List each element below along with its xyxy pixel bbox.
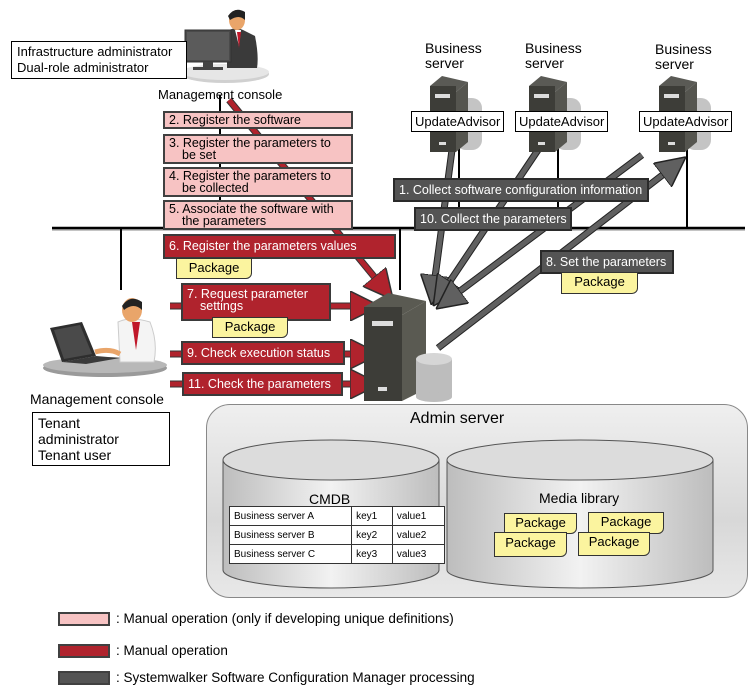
step-5-associate-software: 5. Associate the software with the param… <box>163 200 353 230</box>
business-server-label-2: Business server <box>525 40 582 71</box>
business-server-label-1: Business server <box>425 40 482 71</box>
cmdb-cell-key: key2 <box>351 525 393 545</box>
tenant-console-label: Management console <box>30 391 164 407</box>
step-3-text-1: 3. Register the parameters to <box>169 136 331 150</box>
step-9-check-status: 9. Check execution status <box>181 341 345 365</box>
cmdb-cell-value: value1 <box>391 506 446 526</box>
cmdb-cell-key: key1 <box>351 506 393 526</box>
legend-text-manual: : Manual operation <box>116 643 228 658</box>
step-3-register-set-params: 3. Register the parameters to be set <box>163 134 353 164</box>
legend-swatch-processing <box>58 671 110 685</box>
cmdb-row: Business server A key1 value1 <box>228 506 446 526</box>
step-11-text: 11. Check the parameters <box>188 377 331 391</box>
step-7-text-1: 7. Request parameter <box>187 287 308 301</box>
cmdb-cell-key: key3 <box>351 544 393 564</box>
role-tenant-admin: Tenant administrator <box>38 415 119 447</box>
step-4-text-1: 4. Register the parameters to <box>169 169 331 183</box>
cmdb-cell-server: Business server B <box>228 525 353 545</box>
step-7-request-settings: 7. Request parameter settings <box>181 283 331 321</box>
step-3-text-2: be set <box>182 148 217 162</box>
legend-swatch-manual <box>58 644 110 658</box>
step-8-set-params: 8. Set the parameters <box>540 250 674 274</box>
top-console-label: Management console <box>158 87 283 102</box>
step-4-text-2: be collected <box>182 181 249 195</box>
infra-roles-box: Infrastructure administrator Dual-role a… <box>11 41 187 79</box>
step-2-text: 2. Register the software <box>169 113 302 127</box>
cmdb-title: CMDB <box>309 491 351 507</box>
step-10-collect-params: 10. Collect the parameters <box>414 207 572 231</box>
legend-text-manual-optional: : Manual operation (only if developing u… <box>116 611 454 626</box>
tenant-user-figure <box>40 292 170 382</box>
step-7-text-2: settings <box>200 299 244 313</box>
step-8-text: 8. Set the parameters <box>546 255 667 269</box>
update-advisor-2: UpdateAdvisor <box>515 111 609 132</box>
role-tenant-user: Tenant user <box>38 447 112 463</box>
tenant-roles-box: Tenant administrator Tenant user <box>32 412 170 466</box>
infra-admin-figure <box>175 6 271 86</box>
business-server-label-3: Business server <box>655 41 712 72</box>
media-library-title: Media library <box>539 490 620 506</box>
person-at-laptop-icon <box>43 298 167 377</box>
cmdb-row: Business server B key2 value2 <box>228 525 446 545</box>
cmdb-row: Business server C key3 value3 <box>228 544 446 564</box>
role-dual-role-admin: Dual-role administrator <box>17 60 149 75</box>
legend-text-processing: : Systemwalker Software Configuration Ma… <box>116 670 475 685</box>
step-9-text: 9. Check execution status <box>187 346 331 360</box>
step-6-text: 6. Register the parameters values <box>169 239 357 253</box>
media-package-2: Package <box>588 512 664 534</box>
cmdb-cell-server: Business server C <box>228 544 353 564</box>
media-package-4: Package <box>578 532 650 556</box>
package-step-6: Package <box>176 258 252 279</box>
step-11-check-params: 11. Check the parameters <box>182 372 343 396</box>
step-10-text: 10. Collect the parameters <box>420 212 567 226</box>
media-package-1: Package <box>504 513 577 534</box>
step-1-collect-config: 1. Collect software configuration inform… <box>393 178 649 202</box>
admin-server-group <box>206 404 748 598</box>
update-advisor-1: UpdateAdvisor <box>411 111 505 132</box>
package-step-7: Package <box>212 317 288 338</box>
media-package-3: Package <box>494 532 567 557</box>
cmdb-cell-value: value3 <box>391 544 446 564</box>
person-at-desktop-icon <box>181 9 269 83</box>
step-5-text-2: the parameters <box>182 214 267 228</box>
legend-swatch-manual-optional <box>58 612 110 626</box>
role-infrastructure-admin: Infrastructure administrator <box>17 44 173 59</box>
step-4-register-collect-params: 4. Register the parameters to be collect… <box>163 167 353 197</box>
cmdb-table: Business server A key1 value1 Business s… <box>228 506 446 564</box>
cmdb-cell-server: Business server A <box>228 506 353 526</box>
step-5-text-1: 5. Associate the software with <box>169 202 334 216</box>
step-2-register-software: 2. Register the software <box>163 111 353 129</box>
admin-server-title: Admin server <box>410 410 505 427</box>
package-step-8: Package <box>561 272 638 294</box>
cmdb-cell-value: value2 <box>391 525 446 545</box>
step-1-text: 1. Collect software configuration inform… <box>399 183 643 197</box>
update-advisor-3: UpdateAdvisor <box>639 111 733 132</box>
step-6-register-values: 6. Register the parameters values <box>163 234 396 259</box>
